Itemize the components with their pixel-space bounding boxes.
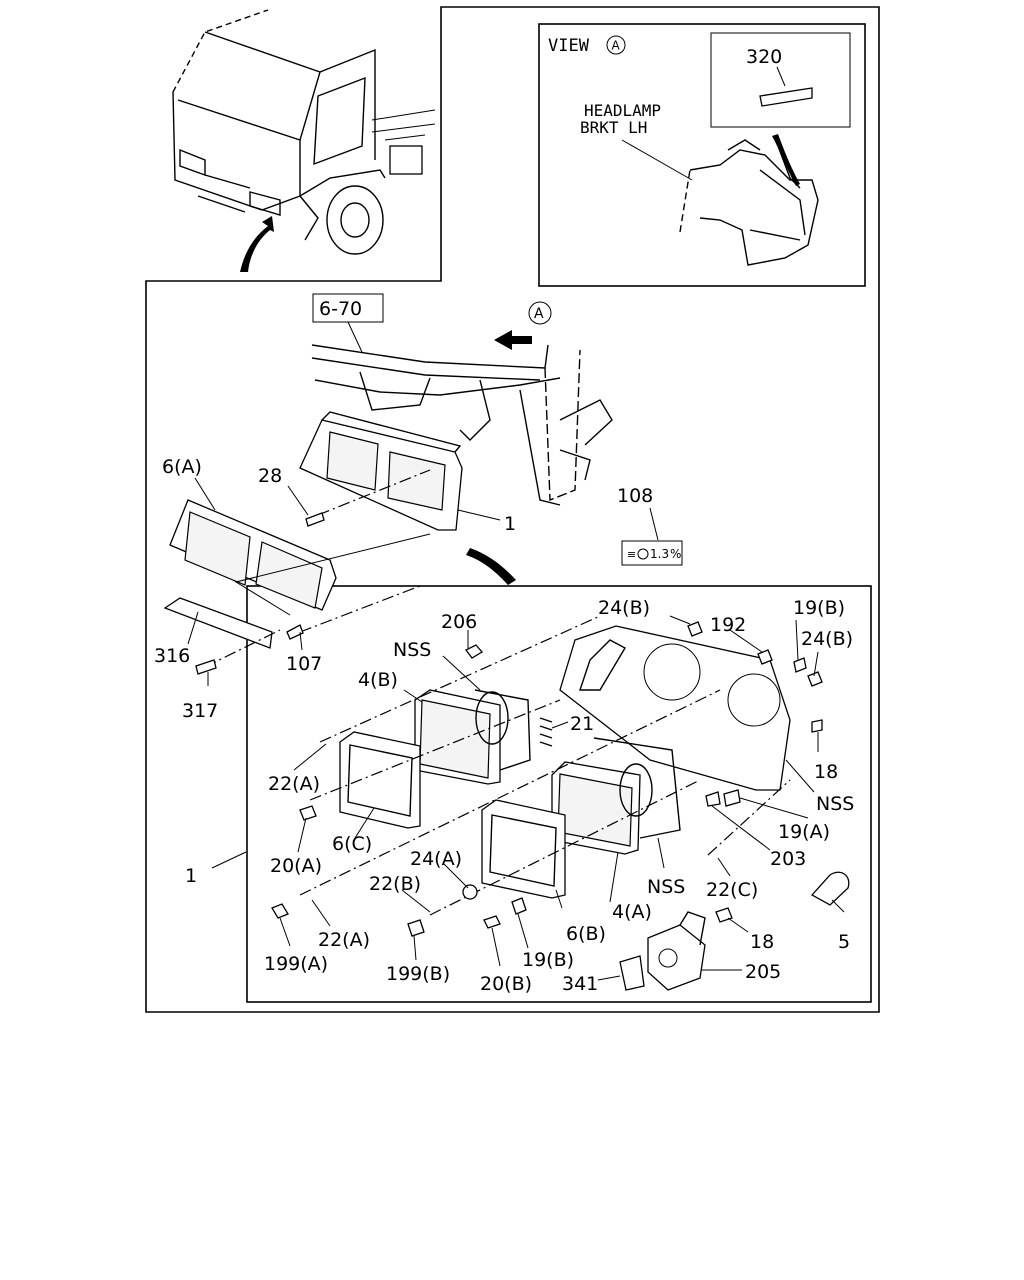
callout-labels: 108 6(A) 28 1 316 107 317 206 NSS 4(B) 2… xyxy=(154,456,854,995)
callout-19a: 19(A) xyxy=(778,821,830,843)
callout-22b: 22(B) xyxy=(369,873,421,895)
callout-4a: 4(A) xyxy=(612,901,652,923)
callout-6b: 6(B) xyxy=(566,923,606,945)
callout-24b-b: 24(B) xyxy=(801,628,853,650)
callout-18-bottom: 18 xyxy=(750,931,774,953)
callout-108: 108 xyxy=(617,485,653,507)
callout-1-upper: 1 xyxy=(504,513,516,535)
callout-341: 341 xyxy=(562,973,598,995)
view-title: VIEW xyxy=(548,36,590,56)
arrow-marker-circle xyxy=(528,301,552,325)
badge-value: 1.3 xyxy=(650,547,669,561)
callout-22a-bottom: 22(A) xyxy=(318,929,370,951)
callout-18-right: 18 xyxy=(814,761,838,783)
callout-19b-top: 19(B) xyxy=(793,597,845,619)
upper-assembly: 6-70 A xyxy=(163,293,683,675)
callout-199a: 199(A) xyxy=(264,953,328,975)
view-marker: A xyxy=(612,39,621,53)
callout-nss-top: NSS xyxy=(393,639,431,661)
callout-24b-a: 24(B) xyxy=(598,597,650,619)
part-320-box xyxy=(710,32,851,128)
arrow-marker: A xyxy=(534,306,544,322)
callout-5: 5 xyxy=(838,931,850,953)
callout-192: 192 xyxy=(710,614,746,636)
callout-22a-top: 22(A) xyxy=(268,773,320,795)
callout-20a: 20(A) xyxy=(270,855,322,877)
callout-203: 203 xyxy=(770,848,806,870)
callout-107: 107 xyxy=(286,653,322,675)
callout-21: 21 xyxy=(570,713,594,735)
note-line-1: HEADLAMP xyxy=(584,101,661,120)
lower-assembly xyxy=(271,615,850,991)
callout-6a: 6(A) xyxy=(162,456,202,478)
truck-illustration xyxy=(172,9,436,272)
callout-19b-bottom: 19(B) xyxy=(522,949,574,971)
callout-316: 316 xyxy=(154,645,190,667)
callout-1-lower: 1 xyxy=(185,865,197,887)
callout-24a: 24(A) xyxy=(410,848,462,870)
callout-nss-bottom: NSS xyxy=(647,876,685,898)
leader-lines xyxy=(187,477,845,981)
part-320-label: 320 xyxy=(746,46,782,68)
callout-205: 205 xyxy=(745,961,781,983)
callout-6c: 6(C) xyxy=(332,833,372,855)
badge-symbol: ≡ xyxy=(627,548,636,561)
callout-28: 28 xyxy=(258,465,282,487)
callout-20b: 20(B) xyxy=(480,973,532,995)
ref-box-label: 6-70 xyxy=(319,298,362,320)
view-marker-circle xyxy=(606,35,626,55)
callout-nss-right: NSS xyxy=(816,793,854,815)
callout-317: 317 xyxy=(182,700,218,722)
view-a-inset: VIEW A 320 HEADLAMP BRKT LH xyxy=(548,32,851,266)
note-line-2: BRKT LH xyxy=(580,118,647,137)
badge-box xyxy=(621,540,683,566)
callout-206: 206 xyxy=(441,611,477,633)
callout-199b: 199(B) xyxy=(386,963,450,985)
callout-4b: 4(B) xyxy=(358,669,398,691)
callout-22c: 22(C) xyxy=(706,879,758,901)
badge-percent: % xyxy=(670,547,681,561)
